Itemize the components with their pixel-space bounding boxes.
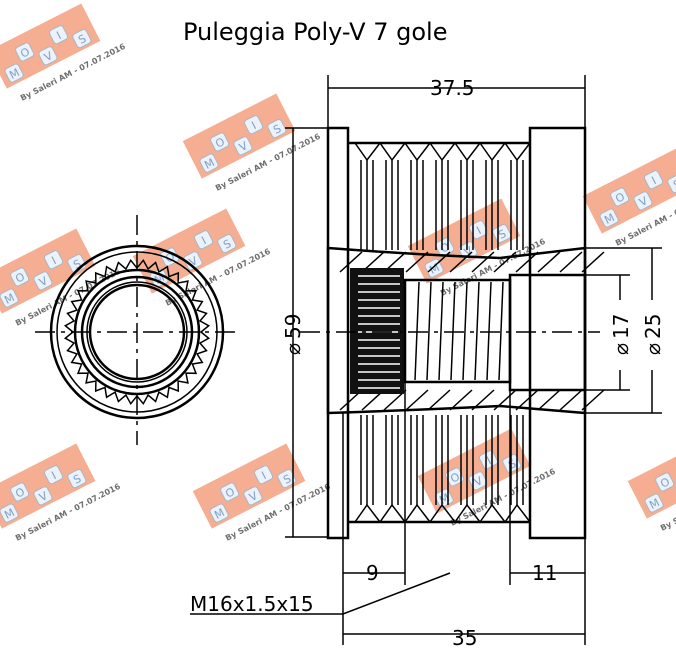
watermark-letter: I [50,254,59,267]
dim-body-length: 35 [452,626,477,650]
groove [504,503,531,523]
groove [379,142,406,162]
diameter-symbol: ⌀ [609,343,633,355]
watermark-letter: I [260,469,269,482]
watermark-letter: I [650,174,659,187]
dim-overall-length: 37.5 [430,76,475,100]
dim-hub-diameter: 25 [641,314,665,339]
groove [454,142,481,162]
svg-text:⌀25: ⌀ 25 [641,314,665,356]
svg-text:⌀17: ⌀ 17 [609,314,633,356]
watermark-letter: I [50,469,59,482]
groove [504,142,531,162]
groove [404,142,431,162]
spline-hub [350,268,404,394]
groove [354,503,381,523]
diameter-symbol: ⌀ [641,343,665,355]
watermark-letter: I [250,119,259,132]
thread-label: M16x1.5x15 [190,592,314,616]
watermark-letter: I [485,454,494,467]
groove [479,142,506,162]
watermark-letter: I [200,234,209,247]
dimensions: 37.5 ⌀ 59 ⌀ 17 ⌀ 25 9 11 35 M16x1.5x15 [190,75,665,650]
groove [404,503,431,523]
svg-text:⌀59: ⌀ 59 [281,314,305,356]
groove [379,503,406,523]
watermark-letter: I [475,224,484,237]
dim-bore-diameter: 17 [609,314,633,339]
drawing-title: Puleggia Poly-V 7 gole [183,18,447,46]
watermark-letter: S [671,177,676,192]
groove [429,142,456,162]
dim-left-offset: 9 [366,561,379,585]
dim-outer-diameter: 59 [281,314,305,339]
diameter-symbol: ⌀ [281,343,305,355]
groove [354,142,381,162]
dim-right-offset: 11 [532,561,557,585]
side-view [300,126,605,540]
watermark-letter: I [55,29,64,42]
front-view [35,215,240,445]
pulley-teeth [63,258,211,406]
